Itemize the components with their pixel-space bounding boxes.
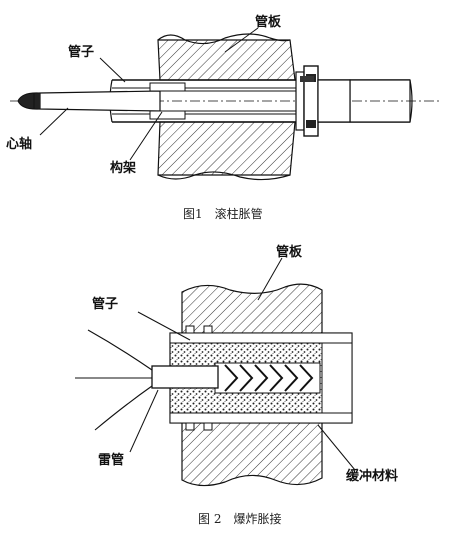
caption-figure-2: 图 2 爆炸胀接 [198,511,281,526]
label-tube-plate-2: 管板 [276,244,303,260]
label-buffer-material-2: 缓冲材料 [346,468,398,484]
roller-frame-1 [149,65,351,137]
figure-2: 管板 管子 雷管 缓冲材料 图 2 爆炸胀接 [75,244,398,526]
label-frame-1: 构架 [110,160,136,176]
tube-plate-1 [157,33,296,181]
label-detonator-2: 雷管 [98,452,124,468]
leaders-1 [39,27,259,161]
tube-plate-2 [181,283,323,487]
explosive-charge-2 [214,362,321,394]
label-mandrel-1: 心轴 [6,136,32,152]
label-tube-plate-1: 管板 [255,14,282,30]
label-tube-1: 管子 [68,44,94,60]
label-tube-2: 管子 [92,296,118,312]
figure-1: 管板 管子 心轴 构架 图1 滚柱胀管 [6,14,440,221]
caption-figure-1: 图1 滚柱胀管 [183,206,263,221]
leaders-2 [129,257,356,471]
detonator-2 [75,329,219,431]
